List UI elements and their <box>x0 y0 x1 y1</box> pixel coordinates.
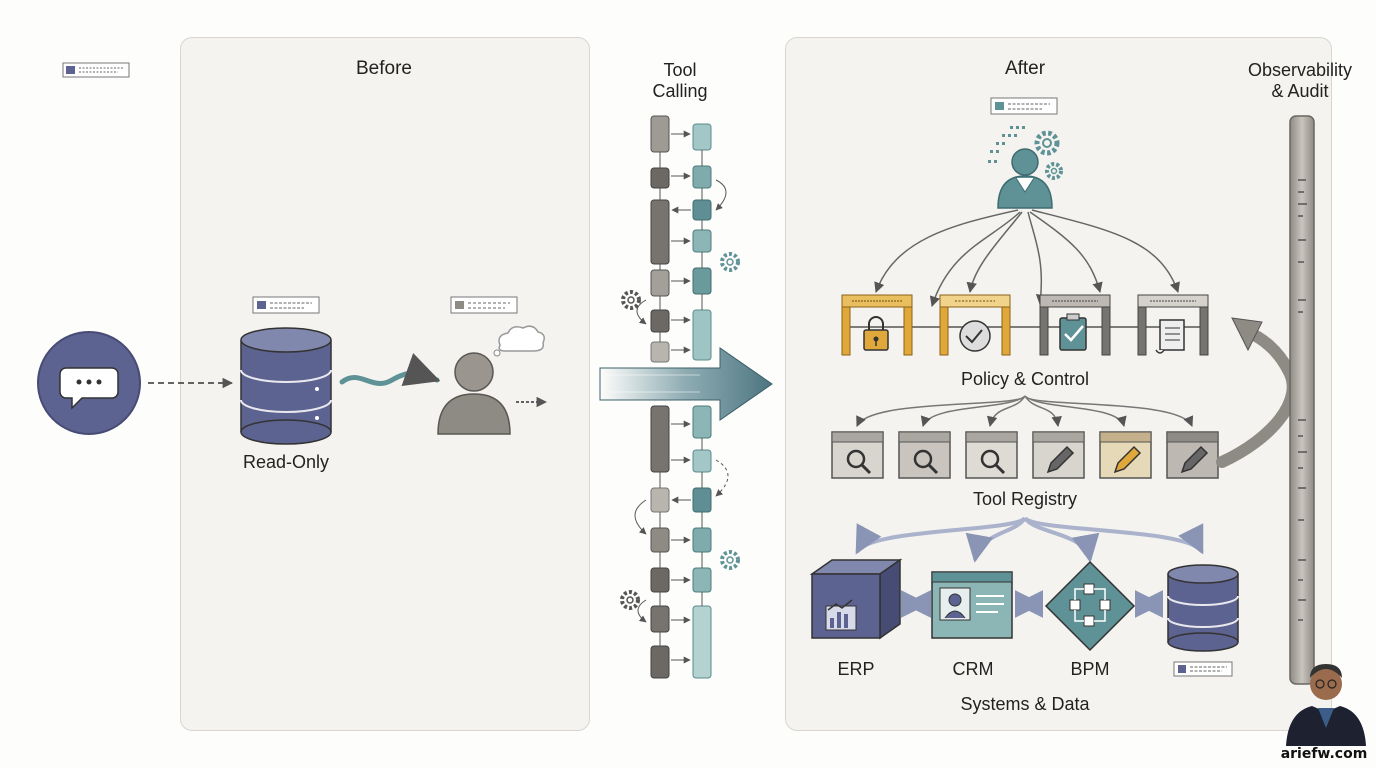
systems-db-tag-icon <box>1173 661 1233 677</box>
db-tag-icon <box>252 296 320 314</box>
tool-calling-title: Tool Calling <box>630 60 730 102</box>
policy-to-registry-arrows <box>856 395 1194 428</box>
audit-feedback-arrow <box>1216 326 1299 468</box>
systems-data-title: Systems & Data <box>960 694 1090 714</box>
corner-tag-icon <box>62 62 130 78</box>
gear-icon <box>720 550 740 570</box>
search-tool-icon <box>898 431 951 479</box>
before-title: Before <box>356 58 412 79</box>
tool-calling-title-line2: Calling <box>652 81 708 101</box>
agent-tag-icon <box>450 296 518 314</box>
orchestrator-to-gates-arrows <box>874 209 1180 307</box>
orchestrator-tag-icon <box>990 97 1058 115</box>
orchestrator-agent-icon <box>988 126 1063 209</box>
crm-card-icon <box>931 571 1013 639</box>
clock-gate-icon <box>939 294 1011 356</box>
observability-title-line1: Observability <box>1247 60 1353 80</box>
observability-title: Observability & Audit <box>1230 60 1370 102</box>
search-tool-icon <box>965 431 1018 479</box>
tool-calling-ladder <box>634 115 729 679</box>
observability-title-line2: & Audit <box>1271 81 1329 101</box>
after-title: After <box>1004 58 1046 79</box>
lock-gate-icon <box>841 294 913 356</box>
tool-registry-title: Tool Registry <box>972 489 1078 509</box>
bpm-diamond-icon <box>1044 560 1136 652</box>
observability-bar <box>1289 115 1315 685</box>
gear-icon <box>621 290 641 310</box>
transition-arrow <box>599 347 773 421</box>
avatar <box>1286 664 1366 746</box>
registry-to-systems-arrows <box>855 516 1204 563</box>
systems-database-icon <box>1167 564 1239 652</box>
tool-registry-cards <box>831 431 1219 479</box>
tool-calling-title-line1: Tool <box>663 60 697 80</box>
search-tool-icon <box>831 431 884 479</box>
pencil-tool-icon <box>1099 431 1152 479</box>
db-to-agent-arrow <box>339 353 441 387</box>
pencil-tool-icon <box>1032 431 1085 479</box>
read-only-label: Read-Only <box>242 452 330 472</box>
policy-control-title: Policy & Control <box>960 369 1090 389</box>
policy-gates <box>841 294 1209 356</box>
checklist-gate-icon <box>1039 294 1111 356</box>
pencil-tool-icon <box>1166 431 1219 479</box>
erp-label: ERP <box>837 659 875 679</box>
erp-cube-icon <box>809 558 903 640</box>
thinking-agent-icon <box>437 325 545 435</box>
crm-label: CRM <box>952 659 994 679</box>
bpm-label: BPM <box>1070 659 1110 679</box>
gear-icon <box>720 252 740 272</box>
footer-site: ariefw.com <box>1280 746 1368 762</box>
document-gate-icon <box>1137 294 1209 356</box>
database-icon <box>240 327 332 445</box>
gear-icon <box>620 590 640 610</box>
chat-bubble-icon <box>37 331 141 435</box>
